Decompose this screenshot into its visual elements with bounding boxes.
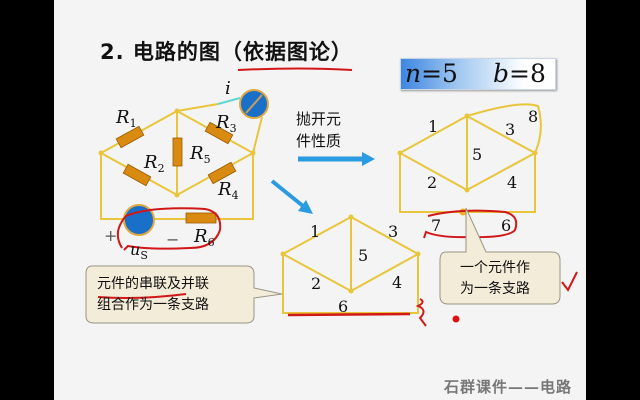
edge-label-1: 1 <box>428 117 439 136</box>
bottom-edge-label-4: 4 <box>392 273 403 292</box>
footer-text: 石群课件——电路 <box>444 378 573 396</box>
node-count: n=5 <box>405 59 458 88</box>
resistor-r3 <box>204 121 234 145</box>
circuit-nodes <box>98 108 256 198</box>
arrow-down-right-icon <box>270 179 313 214</box>
series-loop-annotation <box>116 207 222 251</box>
label-source: uS <box>130 240 148 262</box>
resistor-r4 <box>207 161 237 185</box>
edge-label-6: 6 <box>501 216 512 235</box>
resistors <box>115 121 237 224</box>
bottom-edge-label-6: 6 <box>338 297 349 316</box>
slide-title: 2. 电路的图（依据图论） <box>100 40 353 64</box>
title-underline-annotation <box>237 67 353 71</box>
label-minus: − <box>166 230 180 249</box>
edge-label-2: 2 <box>427 173 438 192</box>
bottom-edge-label-3: 3 <box>388 222 399 241</box>
edge-label-3: 3 <box>505 120 516 139</box>
ammeter-icon <box>239 89 269 119</box>
arrow-right-icon <box>298 152 375 166</box>
bracket-annotation <box>415 298 427 327</box>
label-r3: R3 <box>216 112 237 135</box>
graph-right <box>397 103 542 213</box>
branch-count: b=8 <box>493 59 546 88</box>
bottom-edge-label-2: 2 <box>311 274 322 293</box>
edge-label-7: 7 <box>431 216 442 235</box>
label-current: i <box>225 78 231 99</box>
pointer-dot <box>452 315 460 323</box>
label-r4: R4 <box>218 179 239 202</box>
bottom-edge-label-1: 1 <box>310 222 321 241</box>
label-r1: R1 <box>116 107 137 130</box>
resistor-r6 <box>185 212 217 224</box>
current-wire <box>217 97 241 105</box>
callout-right-shape <box>439 207 561 305</box>
resistor-r2 <box>122 163 152 187</box>
label-r6: R6 <box>194 226 215 249</box>
label-plus: + <box>104 226 118 245</box>
edge-label-5: 5 <box>472 145 483 164</box>
edge-label-8: 8 <box>528 107 539 126</box>
bottom-edge-label-5: 5 <box>358 246 369 265</box>
resistor-r5 <box>172 137 183 167</box>
branch-6-annotation <box>287 312 411 317</box>
underline-annotation <box>97 293 187 299</box>
label-r5: R5 <box>190 143 211 166</box>
arrow-caption: 抛开元 件性质 <box>296 110 342 150</box>
label-r2: R2 <box>144 152 165 175</box>
callout-right: 一个元件作 为一条支路 <box>460 260 530 297</box>
checkmark-annotation <box>561 271 578 292</box>
resistor-r1 <box>115 125 145 149</box>
callout-left: 元件的串联及并联 组合作为一条支路 <box>97 276 209 313</box>
node-branch-count-box: n=5 b=8 <box>400 58 556 90</box>
edge-label-4: 4 <box>507 173 518 192</box>
branch-67-annotation <box>423 209 518 239</box>
